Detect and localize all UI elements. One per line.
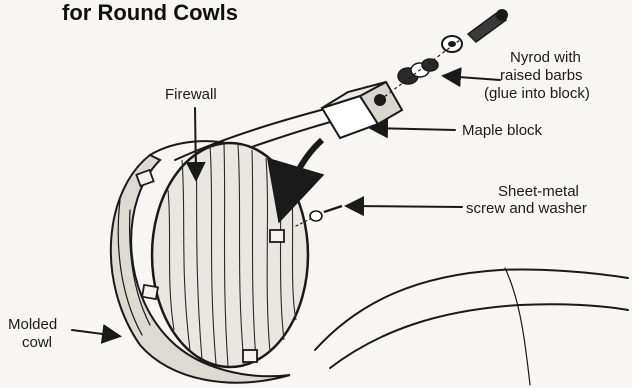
diagram-title: for Round Cowls [62,0,238,25]
label-firewall: Firewall [165,86,217,103]
nyrod-icon [398,59,438,84]
label-nyrod-1: Nyrod with [510,49,581,66]
firewall-disc [152,143,308,367]
label-cowl-1: Molded [8,316,57,333]
screw-arrow [348,206,462,207]
label-nyrod-2: raised barbs [500,67,583,84]
firewall-arrow [195,108,196,178]
nyrod-arrow [445,76,500,80]
screw-icon [468,9,508,42]
label-nyrod-3: (glue into block) [484,85,590,102]
maple-arrow [372,128,455,130]
label-cowl-2: cowl [22,334,52,351]
arrow-icon [282,140,322,212]
maple-block-icon [322,82,402,138]
label-screw-1: Sheet-metal [498,183,579,200]
label-maple-block: Maple block [462,122,543,139]
cowl-arrow [72,330,118,336]
assembly-line [380,40,460,100]
washer-icon [442,36,462,52]
label-screw-2: screw and washer [466,200,587,217]
